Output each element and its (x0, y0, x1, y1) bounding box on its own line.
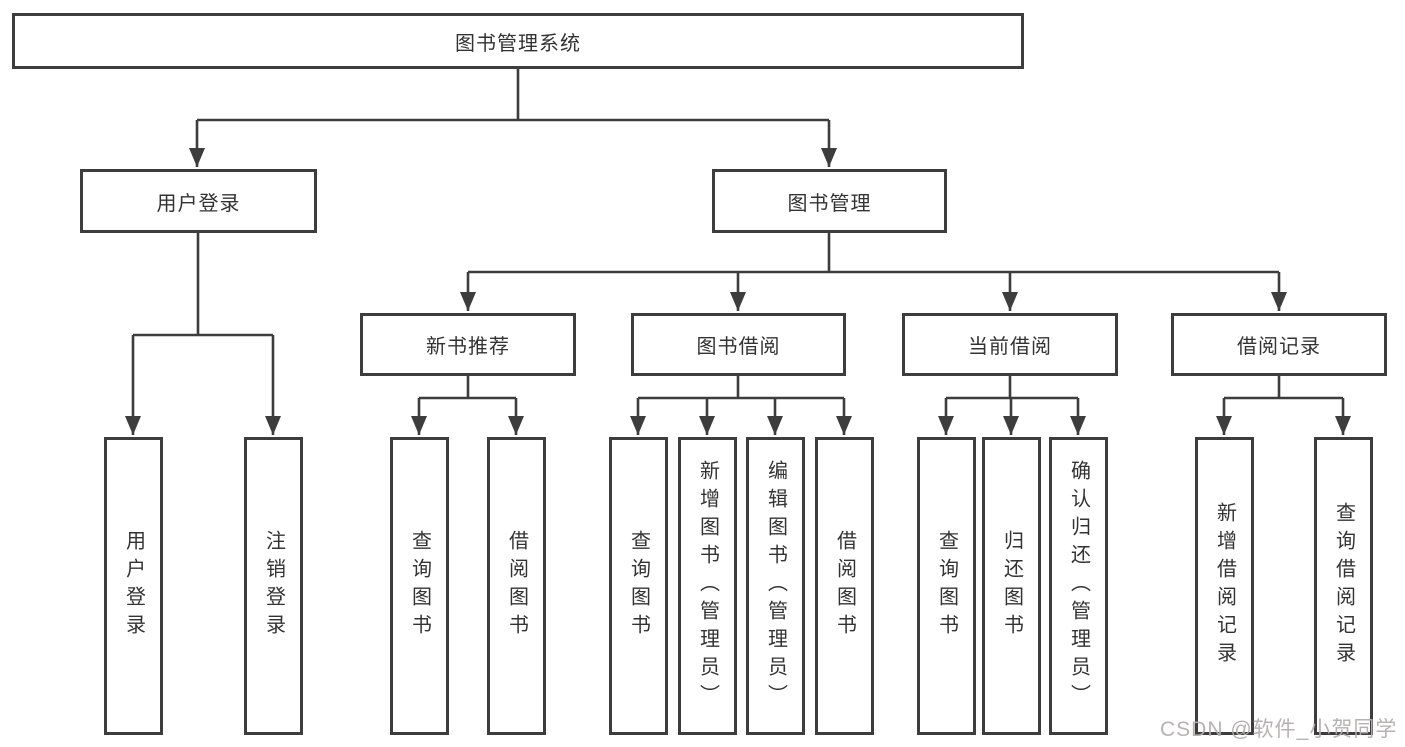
leaf-query-books-borrow: 查询图书 (609, 437, 668, 735)
leaf-confirm-return-admin: 确认归还（管理员） (1049, 437, 1108, 735)
connector-current-borrow-rail (946, 376, 1078, 400)
leaf-query-borrow-record: 查询借阅记录 (1314, 437, 1373, 735)
csdn-watermark: CSDN @软件_小贺同学 (1160, 718, 1398, 741)
node-current-borrow: 当前借阅 (902, 313, 1118, 376)
leaf-query-books-current: 查询图书 (917, 437, 976, 735)
connector-user-login-rail (133, 233, 273, 337)
leaf-add-borrow-record: 新增借阅记录 (1195, 437, 1254, 735)
node-book-management: 图书管理 (712, 169, 947, 233)
leaf-borrow-books: 借阅图书 (815, 437, 874, 735)
node-user-login: 用户登录 (80, 169, 317, 233)
leaf-return-books: 归还图书 (982, 437, 1041, 735)
leaf-user-login: 用户登录 (104, 437, 163, 735)
node-book-borrow: 图书借阅 (631, 313, 846, 376)
connector-book-mgmt-rail (468, 233, 1279, 274)
leaf-logout: 注销登录 (244, 437, 303, 735)
connector-new-book-rail (419, 376, 516, 400)
connector-book-borrow-rail (638, 376, 844, 400)
leaf-edit-book-admin: 编辑图书（管理员） (746, 437, 805, 735)
leaf-add-book-admin: 新增图书（管理员） (678, 437, 737, 735)
node-library-management-system: 图书管理系统 (12, 13, 1024, 69)
leaf-query-books-recommend: 查询图书 (390, 437, 449, 735)
node-new-book-recommend: 新书推荐 (360, 313, 576, 376)
node-borrow-records: 借阅记录 (1171, 313, 1387, 376)
leaf-borrow-books-recommend: 借阅图书 (487, 437, 546, 735)
connector-borrow-records-rail (1224, 376, 1343, 400)
connector-root-rail (197, 69, 829, 122)
